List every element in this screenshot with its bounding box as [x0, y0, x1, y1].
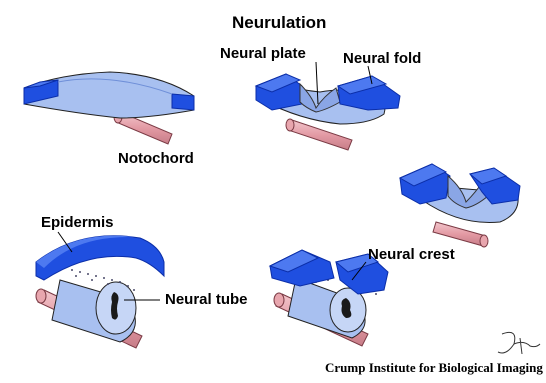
diagram-title: Neurulation	[232, 14, 326, 31]
label-neural-tube: Neural tube	[165, 292, 248, 307]
stage-1-neural-plate	[24, 72, 194, 144]
stage-3-folds-converging	[400, 164, 520, 247]
notochord-rod	[433, 222, 488, 247]
stage-4-neural-tube	[36, 232, 164, 348]
label-epidermis: Epidermis	[41, 215, 114, 230]
label-neural-crest: Neural crest	[368, 247, 455, 262]
credit-line: Crump Institute for Biological Imaging	[325, 361, 543, 374]
stage-5-neural-crest	[270, 250, 388, 346]
stage-2-neural-folds	[256, 62, 400, 150]
label-notochord: Notochord	[118, 151, 194, 166]
label-neural-plate: Neural plate	[220, 46, 306, 61]
signature-mark	[498, 332, 540, 354]
label-neural-fold: Neural fold	[343, 51, 421, 66]
